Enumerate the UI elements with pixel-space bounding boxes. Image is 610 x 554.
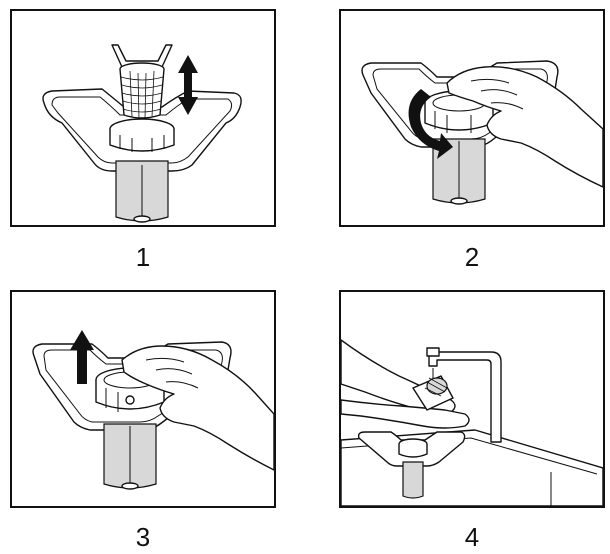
flat-filter-cylinder <box>402 461 424 499</box>
hand <box>446 66 603 188</box>
step-number-3: 3 <box>135 522 151 552</box>
step-1-illustration <box>42 44 242 223</box>
right-hand <box>341 399 470 429</box>
step-number-2: 2 <box>464 242 480 272</box>
fine-filter-mesh <box>119 68 165 119</box>
step-3-panel <box>10 290 276 508</box>
up-down-arrow-icon <box>178 55 198 115</box>
step-number-1: 1 <box>135 242 151 272</box>
step-number-4: 4 <box>464 522 480 552</box>
step-4-illustration <box>341 339 603 506</box>
up-arrow-icon <box>70 330 94 384</box>
step-2-panel <box>339 9 605 227</box>
rotate-arrow-icon <box>408 89 453 159</box>
step-4-panel <box>339 290 605 508</box>
step-2-illustration <box>361 60 603 205</box>
hand <box>121 345 274 471</box>
step-1-panel <box>10 9 276 227</box>
faucet <box>428 351 502 443</box>
step-3-illustration <box>32 330 274 490</box>
